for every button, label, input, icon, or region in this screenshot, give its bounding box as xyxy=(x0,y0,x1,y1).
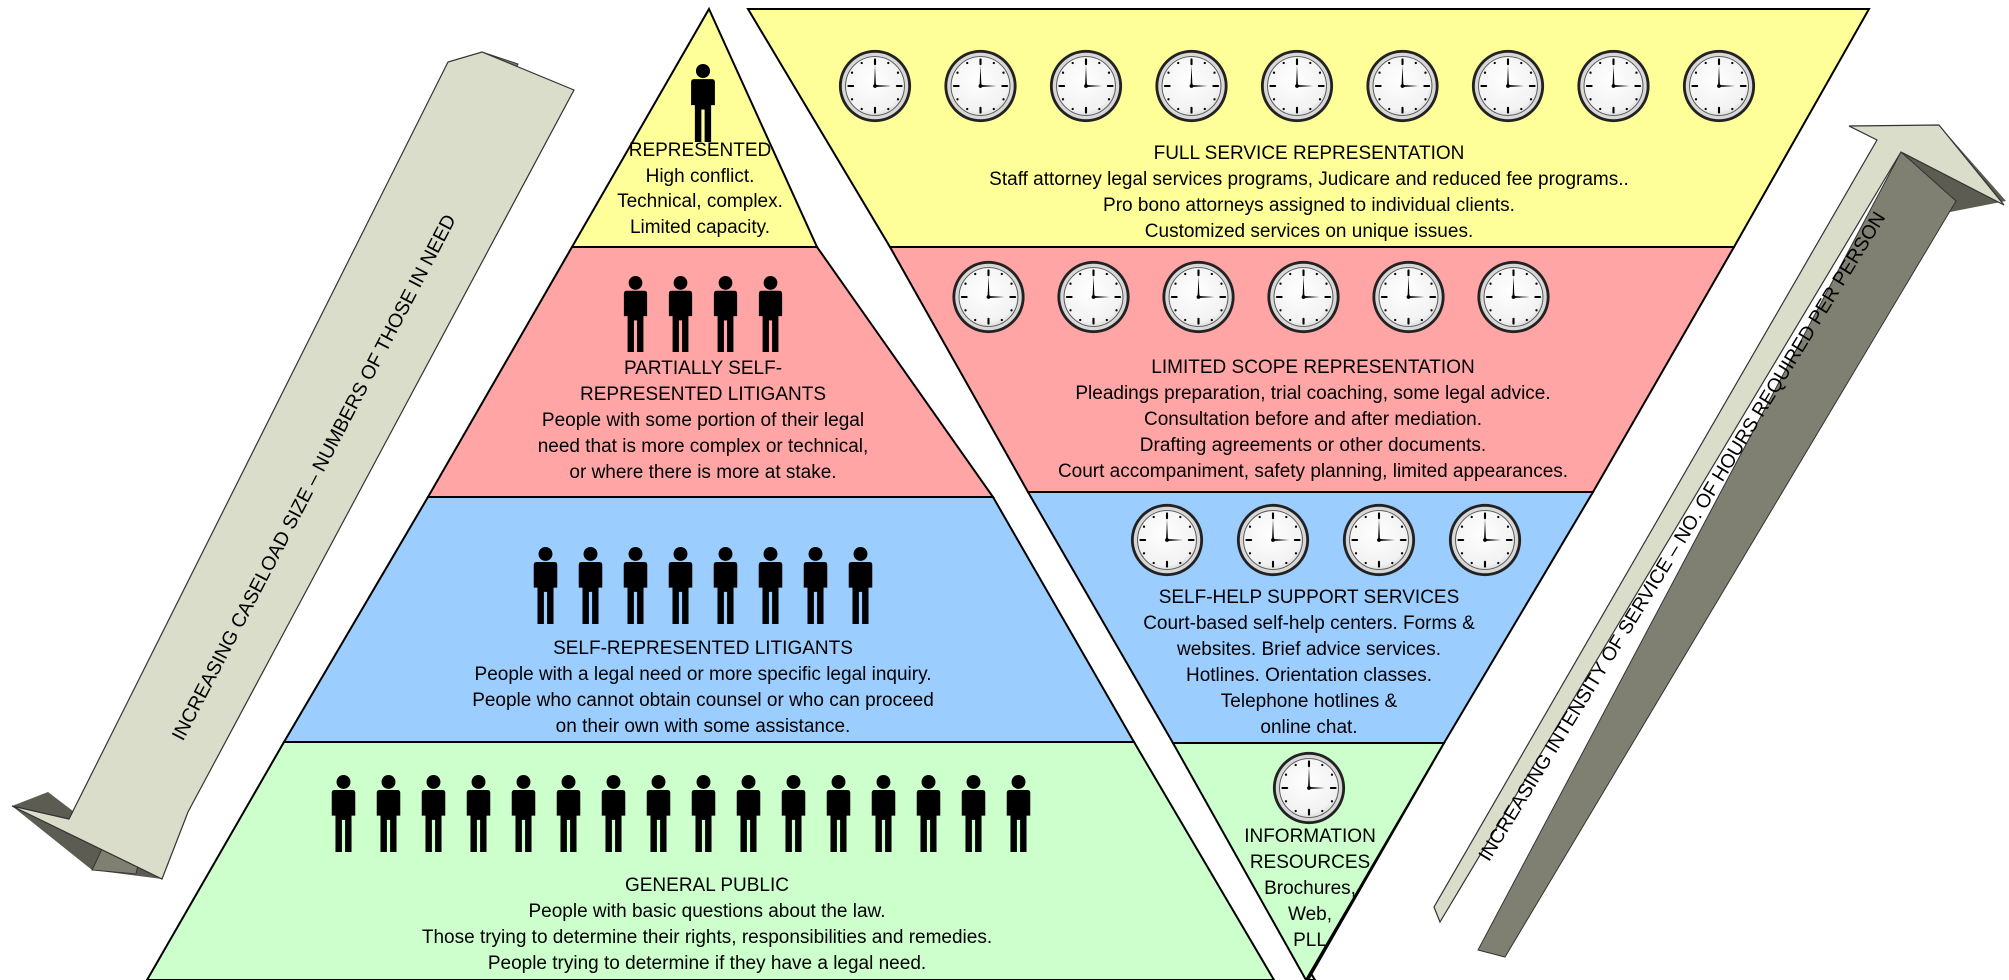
clock-icon xyxy=(1235,502,1311,578)
represented-line-2: Technical, complex. xyxy=(617,191,783,212)
self-help-line-5: online chat. xyxy=(1260,717,1357,738)
clock-icon xyxy=(1365,48,1440,124)
clock-icon xyxy=(1129,502,1205,578)
limited-scope-line-2: Consultation before and after mediation. xyxy=(1144,409,1482,430)
clock-icon xyxy=(1048,48,1124,124)
full-representation-title: FULL SERVICE REPRESENTATION xyxy=(1154,143,1465,164)
full-representation-line-2: Pro bono attorneys assigned to individua… xyxy=(1103,195,1515,216)
information-line-3: PLL xyxy=(1293,930,1327,951)
partially-self-represented-line-1: People with some portion of their legal xyxy=(542,410,864,431)
intensity-arrow-side xyxy=(1477,151,1957,958)
partially-self-represented-line-3: or where there is more at stake. xyxy=(569,462,836,483)
clock-icon xyxy=(1056,259,1131,335)
pyramid-tier-texts: REPRESENTED High conflict. Technical, co… xyxy=(422,140,992,974)
clock-icon xyxy=(1341,502,1417,578)
limited-scope-line-1: Pleadings preparation, trial coaching, s… xyxy=(1075,383,1550,404)
information-line-2: Web, xyxy=(1288,904,1332,925)
self-help-line-3: Hotlines. Orientation classes. xyxy=(1186,665,1432,686)
clock-group-information xyxy=(1271,750,1347,826)
service-inverted-pyramid: FULL SERVICE REPRESENTATION Staff attorn… xyxy=(746,8,1871,980)
clock-icon xyxy=(1470,48,1546,124)
caseload-arrow-body xyxy=(11,51,575,880)
general-public-line-1: People with basic questions about the la… xyxy=(528,901,885,922)
limited-scope-title: LIMITED SCOPE REPRESENTATION xyxy=(1151,357,1474,378)
clock-icon xyxy=(1476,259,1551,335)
partially-self-represented-title: PARTIALLY SELF- xyxy=(624,358,782,379)
information-title-2: RESOURCES xyxy=(1250,852,1370,873)
service-tier-information-tip xyxy=(1171,742,1446,980)
general-public-line-3: People trying to determine if they have … xyxy=(488,953,926,974)
clock-icon xyxy=(1161,259,1236,335)
self-help-line-1: Court-based self-help centers. Forms & xyxy=(1143,613,1475,634)
information-title: INFORMATION xyxy=(1244,826,1376,847)
clock-icon xyxy=(1266,259,1341,335)
full-representation-line-1: Staff attorney legal services programs, … xyxy=(989,169,1629,190)
represented-line-1: High conflict. xyxy=(646,166,755,187)
clock-icon xyxy=(943,48,1018,124)
clock-group-full-representation xyxy=(837,48,1757,124)
self-represented-line-3: on their own with some assistance. xyxy=(556,716,851,737)
limited-scope-line-3: Drafting agreements or other documents. xyxy=(1140,435,1486,456)
clock-icon xyxy=(1271,750,1347,826)
clock-icon xyxy=(1576,48,1651,124)
limited-scope-line-4: Court accompaniment, safety planning, li… xyxy=(1058,461,1568,482)
clock-icon xyxy=(1259,48,1335,124)
information-line-1: Brochures, xyxy=(1264,878,1356,899)
clock-icon xyxy=(951,259,1026,335)
partially-self-represented-line-2: need that is more complex or technical, xyxy=(538,436,869,457)
self-represented-title: SELF-REPRESENTED LITIGANTS xyxy=(553,638,853,659)
clock-icon xyxy=(837,48,913,124)
clock-icon xyxy=(1371,259,1446,335)
represented-title: REPRESENTED xyxy=(629,140,772,161)
represented-line-3: Limited capacity. xyxy=(630,217,770,238)
service-tier-texts: FULL SERVICE REPRESENTATION Staff attorn… xyxy=(989,143,1629,951)
self-help-line-4: Telephone hotlines & xyxy=(1221,691,1398,712)
full-representation-line-3: Customized services on unique issues. xyxy=(1145,221,1473,242)
self-help-title: SELF-HELP SUPPORT SERVICES xyxy=(1159,587,1460,608)
self-help-line-2: websites. Brief advice services. xyxy=(1176,639,1441,660)
clock-icon xyxy=(1154,48,1229,124)
need-pyramid: REPRESENTED High conflict. Technical, co… xyxy=(145,6,1276,980)
self-represented-line-1: People with a legal need or more specifi… xyxy=(475,664,932,685)
partially-self-represented-title-2: REPRESENTED LITIGANTS xyxy=(580,384,826,405)
general-public-title: GENERAL PUBLIC xyxy=(625,875,789,896)
clock-icon xyxy=(1681,48,1757,124)
clock-icon xyxy=(1447,502,1523,578)
general-public-line-2: Those trying to determine their rights, … xyxy=(422,927,992,948)
self-represented-line-2: People who cannot obtain counsel or who … xyxy=(472,690,934,711)
intensity-arrow-body xyxy=(1433,124,2005,924)
